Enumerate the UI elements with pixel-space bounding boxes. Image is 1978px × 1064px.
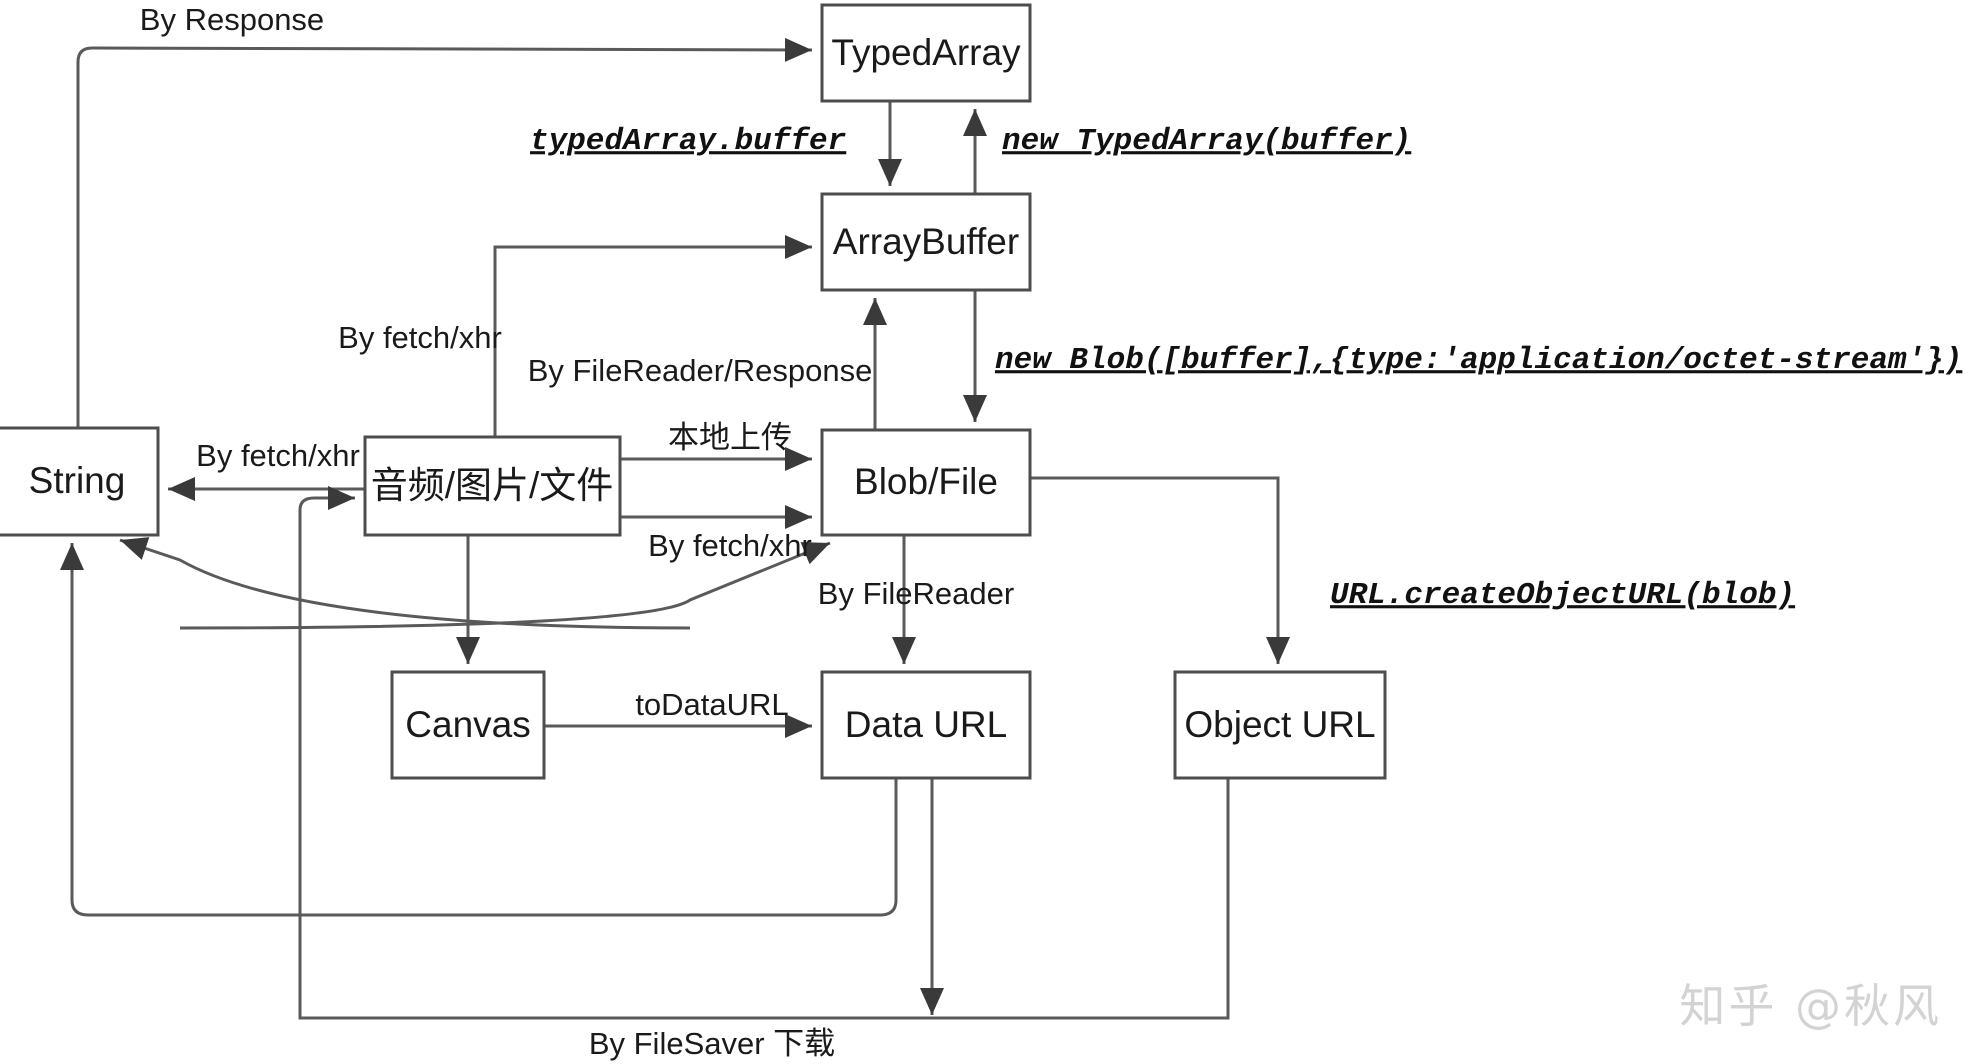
api-label-create-object-url: URL.createObjectURL(blob) xyxy=(1330,578,1795,613)
node-string[interactable]: String xyxy=(0,426,160,537)
node-object-url[interactable]: Object URL xyxy=(1173,670,1387,780)
node-arraybuffer[interactable]: ArrayBuffer xyxy=(820,192,1032,292)
node-label-blob-file: Blob/File xyxy=(854,461,998,502)
node-label-data-url: Data URL xyxy=(845,704,1007,745)
edge-label-by-fetch-xhr-up: By fetch/xhr xyxy=(338,320,502,355)
api-label-new-blob: new Blob([buffer],{type:'application/oct… xyxy=(995,343,1962,378)
edge-label-to-data-url: toDataURL xyxy=(635,687,788,722)
node-media[interactable]: 音频/图片/文件 xyxy=(363,435,622,537)
node-canvas[interactable]: Canvas xyxy=(390,670,546,780)
edge-label-by-filereader: By FileReader xyxy=(818,576,1014,611)
edge-rail-to-string xyxy=(119,537,691,630)
node-label-media: 音频/图片/文件 xyxy=(371,465,614,506)
nodes-layer: TypedArray ArrayBuffer String 音频/图片/文件 B… xyxy=(0,3,1387,780)
zhihu-watermark: 知乎 @秋风 xyxy=(1679,979,1942,1033)
node-label-typedarray: TypedArray xyxy=(831,32,1021,73)
api-labels-layer: typedArray.buffer new TypedArray(buffer)… xyxy=(530,124,1962,613)
edge-label-by-response: By Response xyxy=(140,2,324,37)
edge-label-by-filereader-response: By FileReader/Response xyxy=(528,353,873,388)
edge-label-by-filesaver: By FileSaver 下载 xyxy=(589,1026,835,1061)
node-label-object-url: Object URL xyxy=(1184,704,1375,745)
node-typedarray[interactable]: TypedArray xyxy=(820,3,1032,103)
edge-objecturl-to-media xyxy=(298,486,1230,1020)
edge-dataurl-to-string xyxy=(60,543,898,917)
edge-label-local-upload: 本地上传 xyxy=(668,420,792,455)
node-label-string: String xyxy=(29,460,126,501)
node-blob-file[interactable]: Blob/File xyxy=(820,428,1032,537)
edge-blob-to-objecturl xyxy=(1030,476,1290,664)
edge-labels-layer: By Response By fetch/xhr By FileReader/R… xyxy=(140,2,1014,1061)
edges-layer xyxy=(60,37,1290,1020)
api-label-new-typedarray: new TypedArray(buffer) xyxy=(1002,124,1411,159)
node-label-arraybuffer: ArrayBuffer xyxy=(833,221,1019,262)
edge-response-to-typedarray xyxy=(76,37,813,428)
node-data-url[interactable]: Data URL xyxy=(820,670,1032,780)
node-label-canvas: Canvas xyxy=(405,704,530,745)
edge-label-by-fetch-xhr-blob: By fetch/xhr xyxy=(648,528,812,563)
api-label-typedarray-buffer: typedArray.buffer xyxy=(530,124,846,159)
edge-label-by-fetch-xhr-string: By fetch/xhr xyxy=(196,438,360,473)
edge-rail-to-blob-fetch xyxy=(179,541,831,630)
edge-media-to-arraybuffer xyxy=(493,235,812,437)
